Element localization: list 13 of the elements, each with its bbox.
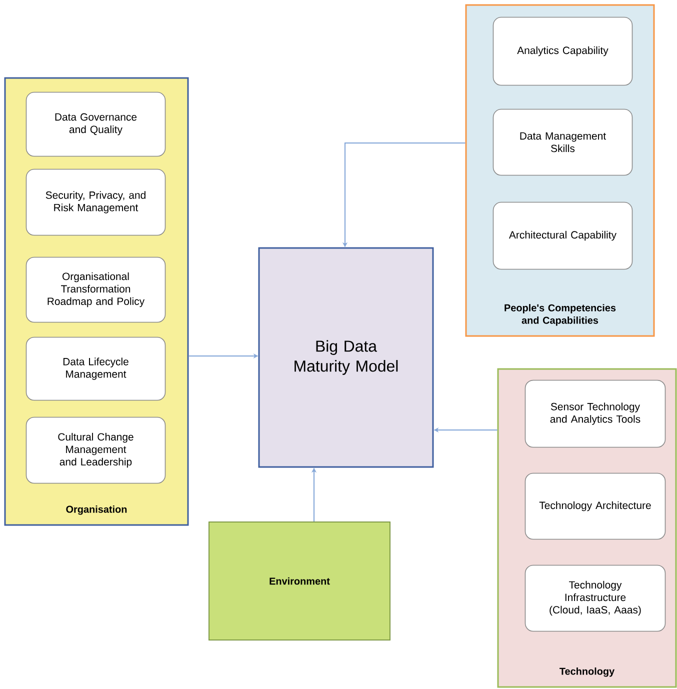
factor-box: Data Management Skills: [492, 108, 633, 176]
factor-box: Cultural Change Management and Leadership: [26, 416, 166, 484]
factor-box: Data Governance and Quality: [26, 92, 166, 157]
environment-box: Environment: [208, 522, 390, 640]
factor-box: Technology Architecture: [524, 472, 666, 540]
factor-box: Analytics Capability: [492, 16, 633, 86]
factor-box: Sensor Technology and Analytics Tools: [524, 380, 666, 448]
factor-box: Security, Privacy, and Risk Management: [26, 168, 166, 236]
factor-box: Organisational Transformation Roadmap and Policy: [26, 256, 166, 323]
factor-box: Architectural Capability: [492, 202, 633, 270]
factor-box: Data Lifecycle Management: [26, 336, 166, 401]
factor-box: Technology Infrastructure (Cloud, IaaS, Aaas): [524, 564, 666, 632]
model-box: Big Data Maturity Model: [258, 247, 434, 468]
